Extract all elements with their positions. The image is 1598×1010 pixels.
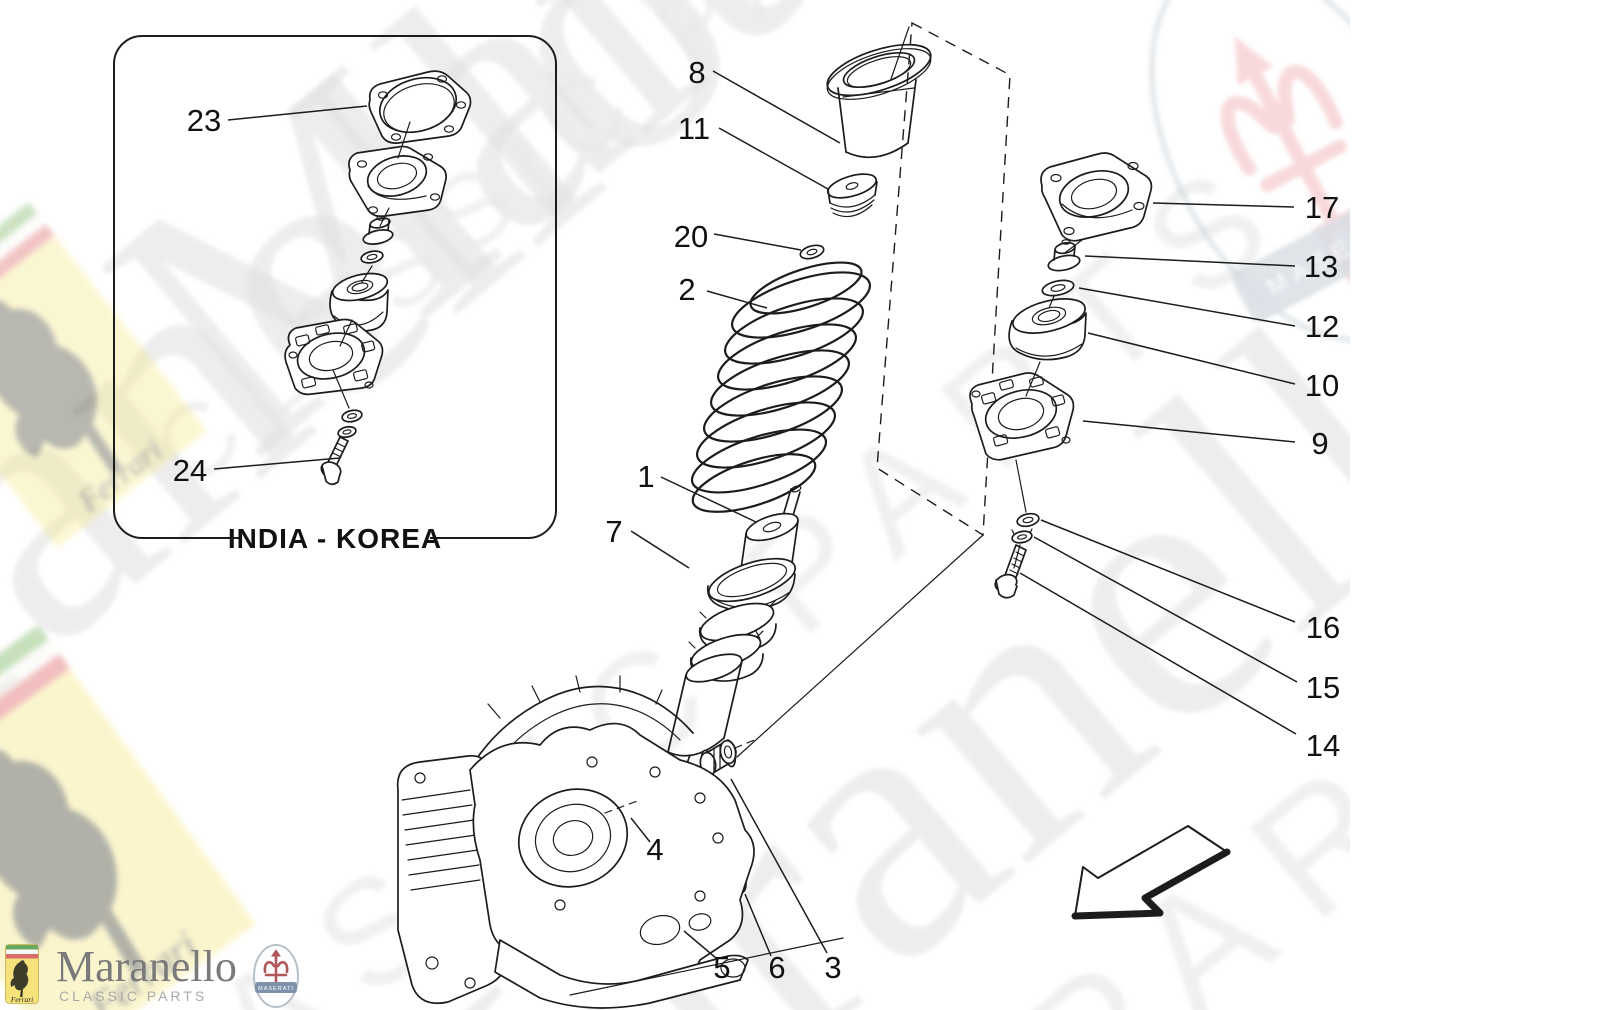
axis-line [890, 26, 910, 80]
part-8-spring-cup [826, 43, 932, 159]
callout-23[interactable]: 23 [187, 103, 221, 138]
part-17-top-mount [1040, 152, 1153, 242]
leader-lines [213, 70, 1298, 959]
part-14-bolt [994, 544, 1027, 599]
part-23-upper-mount-plate [368, 70, 472, 144]
callout-20[interactable]: 20 [674, 219, 708, 254]
callout-8[interactable]: 8 [688, 55, 705, 90]
part-12-washer [1041, 279, 1075, 297]
ferrari-badge-label: Ferrari [10, 995, 34, 1004]
callout-labels: 23 24 8 11 20 2 1 7 4 5 6 3 17 13 12 10 … [173, 55, 1340, 985]
part-nut-box [362, 215, 394, 245]
callout-2[interactable]: 2 [678, 272, 695, 307]
part-9-flange-plate [969, 372, 1075, 461]
part-upper-mount-box [348, 145, 447, 218]
callout-14[interactable]: 14 [1306, 728, 1340, 763]
axis-line [1013, 239, 1083, 569]
trident-icon [263, 949, 289, 984]
direction-arrow [1071, 825, 1231, 920]
india-korea-variant-box [113, 35, 557, 556]
callout-9[interactable]: 9 [1311, 426, 1328, 461]
part-11-threaded-plug [826, 173, 878, 218]
part-washers-box [337, 409, 363, 439]
callout-1[interactable]: 1 [637, 459, 654, 494]
callout-10[interactable]: 10 [1305, 368, 1339, 403]
reference-line [736, 534, 984, 758]
callout-4[interactable]: 4 [646, 832, 663, 867]
part-24-bolt [320, 436, 349, 486]
callout-11[interactable]: 11 [678, 111, 710, 146]
part-2-coil-spring [690, 261, 872, 513]
callout-17[interactable]: 17 [1305, 190, 1339, 225]
brake-and-hub-assembly [396, 675, 844, 1009]
region-label: INDIA - KOREA [228, 523, 442, 554]
callout-12[interactable]: 12 [1305, 309, 1339, 344]
callout-7[interactable]: 7 [605, 514, 622, 549]
exploded-parts-diagram: 23 24 8 11 20 2 1 7 4 5 6 3 17 13 12 10 … [113, 21, 1340, 1009]
callout-15[interactable]: 15 [1306, 670, 1340, 705]
part-7-spring-seat [706, 557, 796, 612]
part-10-rubber-bushing [1008, 298, 1087, 361]
callout-6[interactable]: 6 [768, 950, 785, 985]
footer-brand-wordmark: Maranello [56, 942, 237, 991]
callout-5[interactable]: 5 [713, 950, 730, 985]
part-16-washer [1016, 512, 1040, 528]
ferrari-badge-icon: Ferrari [5, 944, 39, 1004]
callout-16[interactable]: 16 [1306, 610, 1340, 645]
part-15-washer [1011, 528, 1033, 544]
footer-tagline: CLASSIC PARTS [59, 988, 208, 1004]
part-washer-box [360, 250, 384, 264]
part-flange-plate-box [284, 318, 384, 396]
callout-13[interactable]: 13 [1304, 249, 1338, 284]
maserati-badge-label: MASERATI [258, 986, 294, 992]
maserati-badge-icon: MASERATI [253, 944, 299, 1008]
part-20-washer [799, 244, 825, 260]
callout-24[interactable]: 24 [173, 453, 207, 488]
axis-dashed-line [604, 737, 760, 814]
axis-line [332, 121, 411, 409]
callout-3[interactable]: 3 [824, 950, 841, 985]
